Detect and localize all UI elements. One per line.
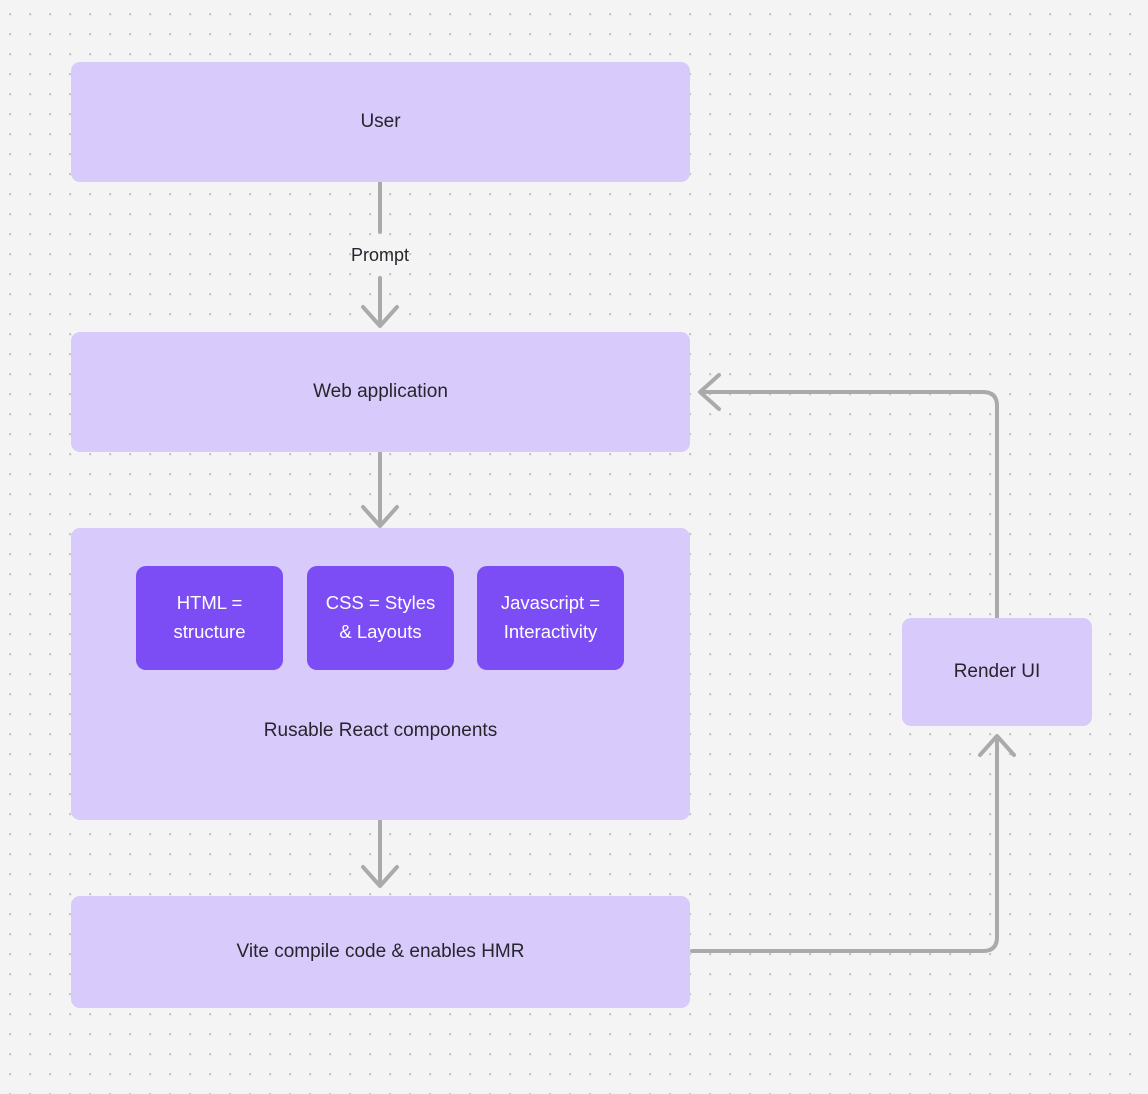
node-stack-group-caption: Rusable React components [71,720,690,742]
node-user[interactable]: User [71,62,690,182]
node-render-ui[interactable]: Render UI [902,618,1092,726]
edge-label-prompt-text: Prompt [350,245,410,265]
node-css-label-line1: CSS = Styles [325,592,436,614]
node-javascript[interactable]: Javascript = Interactivity [477,566,624,670]
node-css-label-line2: & Layouts [339,621,422,642]
node-html[interactable]: HTML = structure [136,566,283,670]
edge-render-to-web [700,390,999,620]
node-stack-group[interactable]: HTML = structure CSS = Styles & Layouts … [71,528,690,820]
arrowhead-vite-to-render [978,734,1016,757]
arrowhead-web-to-stack [361,505,399,528]
edge-label-prompt: Prompt [320,245,440,266]
node-vite[interactable]: Vite compile code & enables HMR [71,896,690,1008]
node-web-application-label: Web application [313,381,448,403]
arrowhead-stack-to-vite [361,865,399,888]
arrowhead-prompt-to-web [361,305,399,328]
node-web-application[interactable]: Web application [71,332,690,452]
edge-vite-to-render [690,736,999,953]
node-javascript-label-line2: Interactivity [503,621,598,642]
arrowhead-render-to-web [698,373,721,411]
node-html-label-line2: structure [173,621,246,642]
node-stack-group-caption-text: Rusable React components [263,720,498,741]
node-user-label: User [360,111,401,133]
node-css[interactable]: CSS = Styles & Layouts [307,566,454,670]
node-html-label-line1: HTML = [176,592,243,614]
node-render-ui-label: Render UI [953,661,1041,683]
node-vite-label: Vite compile code & enables HMR [236,941,525,963]
node-javascript-label-line1: Javascript = [500,592,601,614]
